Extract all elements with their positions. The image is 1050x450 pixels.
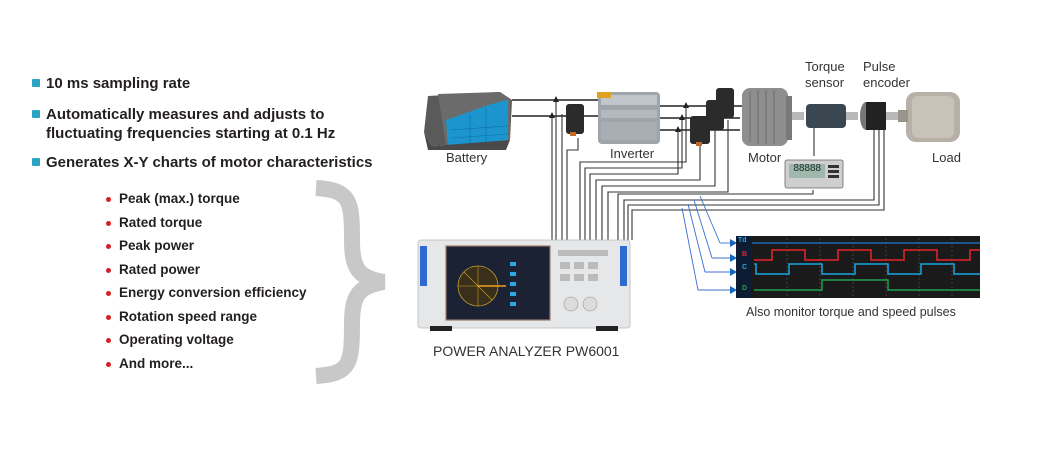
red-dot-icon	[106, 197, 111, 202]
red-dot-icon	[106, 338, 111, 343]
signal-wires	[551, 100, 885, 240]
trace-c	[754, 263, 980, 275]
characteristic-item: And more...	[106, 356, 193, 371]
channel-label-td: Td	[738, 237, 747, 244]
current-sensor	[566, 88, 734, 146]
characteristic-item: Peak power	[106, 238, 194, 253]
torque-meter-image	[784, 159, 844, 189]
red-dot-icon	[106, 244, 111, 249]
torque-meter-display: 88888	[793, 163, 821, 174]
red-dot-icon	[106, 291, 111, 296]
characteristic-item: Operating voltage	[106, 332, 234, 347]
power-analyzer-image	[417, 239, 631, 331]
pulse-waveform-panel	[736, 236, 980, 298]
red-dot-icon	[106, 268, 111, 273]
feature-item: Automatically measures and adjusts to fl…	[32, 105, 335, 143]
torque-sensor-image	[806, 104, 858, 128]
motor-label: Motor	[748, 150, 782, 165]
load-image	[898, 92, 960, 142]
torque-sensor-label: Torque sensor	[805, 59, 845, 90]
characteristic-item: Rotation speed range	[106, 309, 257, 324]
red-dot-icon	[106, 221, 111, 226]
curly-brace	[315, 180, 386, 384]
motor-image	[742, 88, 804, 146]
red-dot-icon	[106, 362, 111, 367]
analyzer-label: POWER ANALYZER PW6001	[433, 343, 620, 359]
trace-d	[754, 279, 980, 291]
feature-text: Automatically measures and adjusts to	[46, 106, 325, 123]
pulse-caption: Also monitor torque and speed pulses	[746, 305, 956, 319]
channel-label-c: C	[742, 264, 748, 271]
load-label: Load	[932, 150, 961, 165]
square-bullet-icon	[32, 79, 40, 87]
square-bullet-icon	[32, 158, 40, 166]
inverter-label: Inverter	[610, 146, 655, 161]
pulse-arrow-heads	[730, 239, 737, 294]
characteristic-item: Rated torque	[106, 215, 202, 230]
trace-b	[754, 249, 980, 261]
characteristic-item: Energy conversion efficiency	[106, 285, 307, 300]
feature-item: Generates X-Y charts of motor characteri…	[32, 153, 373, 172]
channel-label-b: B	[742, 251, 748, 258]
inverter-image	[597, 92, 660, 144]
battery-image	[424, 92, 512, 150]
feature-text-line2: fluctuating frequencies starting at 0.1 …	[46, 125, 336, 142]
tap-arrows	[549, 96, 689, 132]
battery-label: Battery	[446, 150, 488, 165]
pulse-encoder-label: Pulse encoder	[863, 59, 910, 90]
square-bullet-icon	[32, 110, 40, 118]
pulse-pointer-lines	[681, 195, 732, 291]
feature-item: 10 ms sampling rate	[32, 74, 190, 93]
characteristic-item: Rated power	[106, 262, 200, 277]
characteristic-item: Peak (max.) torque	[106, 191, 240, 206]
feature-text: Generates X-Y charts of motor characteri…	[46, 154, 373, 171]
pulse-encoder-image	[860, 102, 900, 130]
red-dot-icon	[106, 315, 111, 320]
feature-text: 10 ms sampling rate	[46, 75, 191, 92]
channel-label-d: D	[742, 285, 748, 292]
